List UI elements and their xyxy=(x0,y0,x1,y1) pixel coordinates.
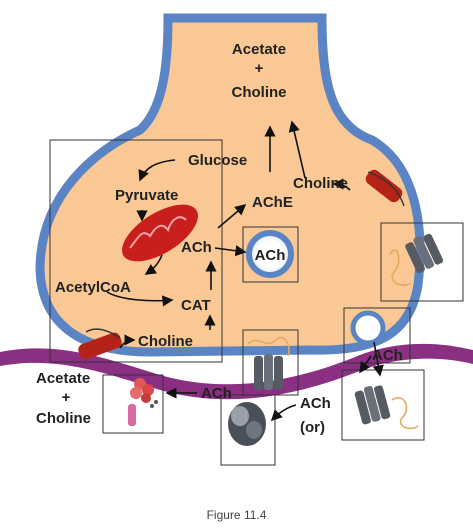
label-acetylcoa: AcetylCoA xyxy=(55,279,131,296)
label-acetate-top: Acetate xyxy=(232,41,286,58)
label-ach-cleft: ACh xyxy=(201,385,232,402)
choline-transporter-lower xyxy=(78,328,122,360)
muscarinic-receptor-right xyxy=(341,369,425,441)
label-pyruvate: Pyruvate xyxy=(115,187,178,204)
label-choline-bottom: Choline xyxy=(36,410,91,427)
postsynaptic-membrane xyxy=(0,343,473,400)
label-ache: AChE xyxy=(252,194,293,211)
choline-transporter-upper xyxy=(365,169,405,207)
label-choline-transporter: Choline xyxy=(293,175,348,192)
label-ach-release: ACh xyxy=(372,347,403,364)
pathway-arrows xyxy=(106,120,384,422)
label-glucose: Glucose xyxy=(188,152,247,169)
label-acetate-bottom: Acetate xyxy=(36,370,90,387)
mitochondrion xyxy=(122,204,198,262)
muscarinic-receptor-center xyxy=(242,329,299,396)
label-plus-top: + xyxy=(255,60,264,77)
label-ach-inner: ACh xyxy=(181,239,212,256)
label-ach-vesicle: ACh xyxy=(255,247,286,264)
label-or: (or) xyxy=(300,419,325,436)
ach-vesicle xyxy=(242,226,299,283)
synthesis-panel-box xyxy=(49,139,223,363)
label-cat: CAT xyxy=(181,297,211,314)
presynaptic-terminal xyxy=(35,13,425,357)
figure-caption: Figure 11.4 xyxy=(206,508,267,522)
fusing-vesicle xyxy=(343,307,411,364)
presynaptic-autoreceptor xyxy=(380,222,464,302)
nicotinic-receptor xyxy=(220,394,276,466)
ache-enzyme xyxy=(102,374,164,434)
label-choline-top: Choline xyxy=(232,84,287,101)
label-plus-bottom: + xyxy=(62,389,71,406)
label-choline-lower: Choline xyxy=(138,333,193,350)
label-ach-receptor: ACh xyxy=(300,395,331,412)
